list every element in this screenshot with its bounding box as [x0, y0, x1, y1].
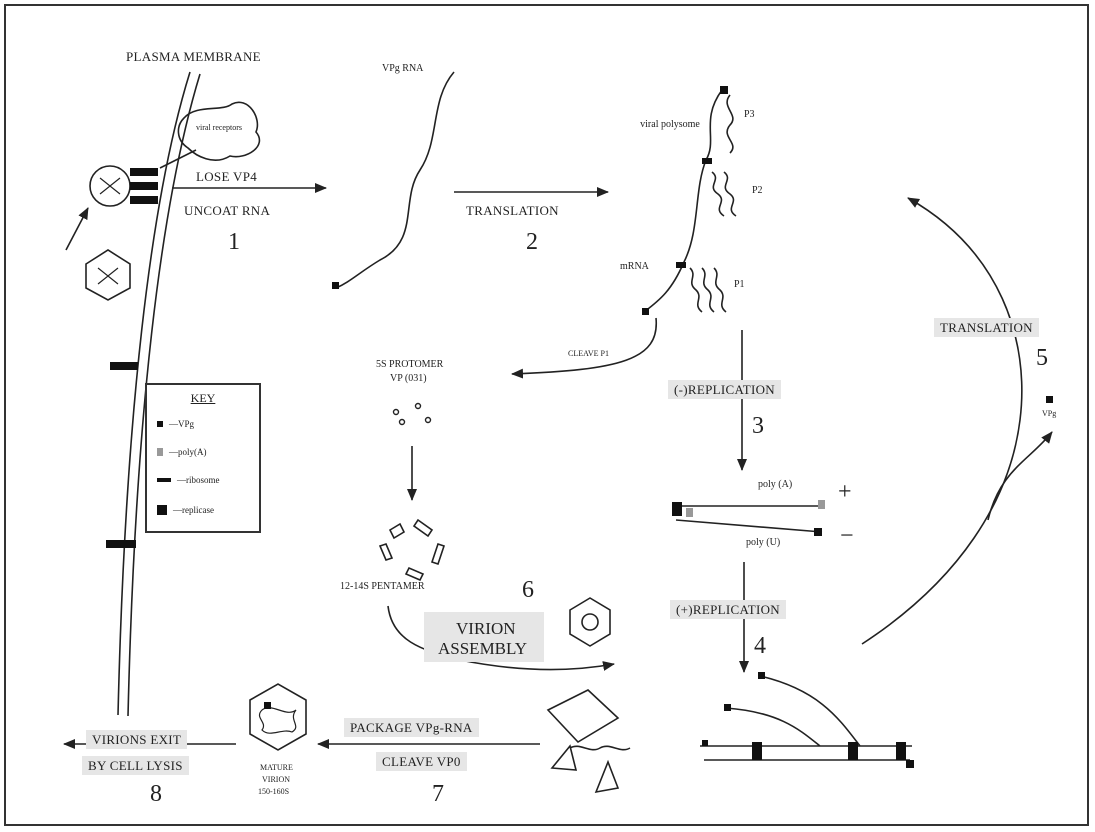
p1-label: P1: [734, 280, 745, 290]
step-8-number: 8: [150, 782, 162, 806]
step-2-number: 2: [526, 230, 538, 254]
key-item-polya: —poly(A): [157, 447, 207, 457]
translation-1-label: TRANSLATION: [466, 204, 559, 217]
ribosome-key-icon: [157, 478, 171, 482]
vp031-label: VP (031): [390, 374, 427, 384]
pentamer-shape: [380, 520, 444, 580]
vpg-key-icon: [157, 421, 163, 427]
step-4-number: 4: [754, 634, 766, 658]
virion-small-label: VIRION: [262, 776, 290, 784]
package-label: PACKAGE VPg-RNA: [344, 718, 479, 737]
translation-loop-arrow: [862, 198, 1022, 644]
viral-receptors-label: viral receptors: [196, 124, 242, 132]
mrna-label: mRNA: [620, 262, 649, 272]
plasma-membrane-label: PLASMA MEMBRANE: [126, 50, 261, 63]
pentamer-label: 12-14S PENTAMER: [340, 582, 424, 592]
key-item-ribosome: —ribosome: [157, 475, 220, 485]
p2-label: P2: [752, 186, 763, 196]
lose-vp4-label: LOSE VP4: [196, 170, 257, 183]
plus-sign: +: [838, 480, 852, 504]
virion-label: VIRION: [456, 620, 516, 637]
virions-exit-label: VIRIONS EXIT: [86, 730, 187, 749]
key-item-replicase: —replicase: [157, 505, 214, 515]
size-label: 150-160S: [258, 788, 289, 796]
virion-assembly-box: VIRION ASSEMBLY: [424, 612, 544, 662]
assembly-label: ASSEMBLY: [438, 640, 527, 657]
entry-arrow: [66, 208, 88, 250]
cleave-vp0-label: CLEAVE VP0: [376, 752, 467, 771]
translation-5-label: TRANSLATION: [934, 318, 1039, 337]
step-5-number: 5: [1036, 346, 1048, 370]
protomer-label: 5S PROTOMER: [376, 360, 443, 370]
key-title: KEY: [147, 391, 259, 406]
minus-sign: −: [840, 524, 854, 548]
mature-label: MATURE: [260, 764, 293, 772]
pos-replication-label: (+)REPLICATION: [670, 600, 786, 619]
vpg-marker: [332, 282, 339, 289]
polya-key-icon: [157, 448, 163, 456]
step-3-number: 3: [752, 414, 764, 438]
vpg-branch-arrow: [988, 432, 1052, 520]
cleave-p1-arrow: [512, 318, 656, 374]
step-7-number: 7: [432, 782, 444, 806]
neg-replication-label: (-)REPLICATION: [668, 380, 781, 399]
mature-virion-hexagon: [250, 684, 306, 750]
key-item-vpg: —VPg: [157, 419, 194, 429]
step-6-number: 6: [522, 578, 534, 602]
cleave-p1-label: CLEAVE P1: [568, 350, 609, 358]
replicase-key-icon: [157, 505, 167, 515]
uncoat-rna-label: UNCOAT RNA: [184, 204, 270, 217]
provirion-shape: [548, 690, 630, 792]
key-box: KEY —VPg —poly(A) —ribosome —replicase: [145, 383, 261, 533]
p3-label: P3: [744, 110, 755, 120]
vpg-rna-label: VPg RNA: [382, 64, 423, 74]
step-1-number: 1: [228, 230, 240, 254]
free-virus-hexagon: [86, 250, 130, 300]
minus-strand: [676, 520, 822, 532]
vpg-rna-strand: [336, 72, 454, 288]
viral-polysome-label: viral polysome: [640, 120, 700, 130]
poly-u-label: poly (U): [746, 538, 780, 548]
vpg-small-label: VPg: [1042, 410, 1056, 418]
poly-a-label: poly (A): [758, 480, 792, 490]
replicative-intermediate: [700, 676, 912, 760]
membrane-ribosome: [130, 168, 158, 176]
capsid-hexagon: [570, 598, 610, 646]
by-cell-lysis-label: BY CELL LYSIS: [82, 756, 189, 775]
